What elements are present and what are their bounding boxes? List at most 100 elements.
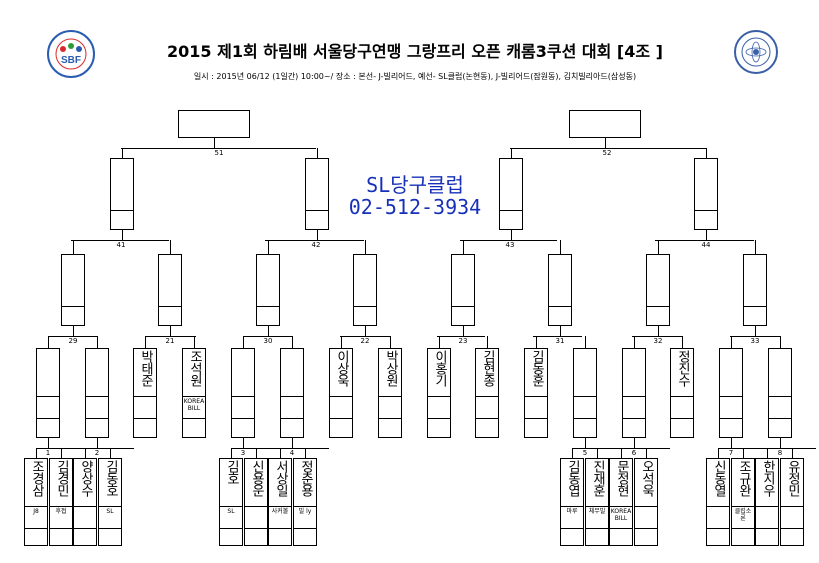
bracket-line <box>755 506 779 507</box>
bracket-line <box>706 506 730 507</box>
round1-box <box>706 458 730 546</box>
bracket-line <box>378 418 402 419</box>
bracket-line <box>621 448 622 458</box>
player-name: 신용운 <box>249 460 264 496</box>
federation-seal-graphic <box>741 37 771 67</box>
round2-box <box>524 348 548 438</box>
round2-box <box>231 348 255 438</box>
bracket-line <box>634 438 635 448</box>
bracket-line <box>499 210 523 211</box>
bracket-line <box>73 326 74 336</box>
bracket-line <box>244 506 268 507</box>
bracket-line <box>36 396 60 397</box>
round1-box <box>98 458 122 546</box>
bracket-line <box>98 528 122 529</box>
bracket-line <box>71 240 169 241</box>
bracket-line <box>621 448 670 449</box>
match-number: 5 <box>575 449 595 457</box>
bracket-line <box>98 506 122 507</box>
bracket-line <box>61 448 62 458</box>
match-number: 4 <box>282 449 302 457</box>
bracket-line <box>609 528 633 529</box>
sbf-logo-text: SBF <box>61 55 81 66</box>
round2-box <box>378 348 402 438</box>
player-name: 김동호 <box>103 460 118 496</box>
bracket-line <box>265 240 364 241</box>
bracket-line <box>767 448 816 449</box>
bracket-line <box>743 448 744 458</box>
bracket-line <box>244 528 268 529</box>
player-name: 유정민 <box>785 460 800 496</box>
bracket-line <box>390 336 391 348</box>
bracket-line <box>73 528 97 529</box>
player-name: 문정현 <box>614 460 629 496</box>
bracket-line <box>293 528 317 529</box>
bracket-line <box>256 448 257 458</box>
bracket-line <box>719 418 743 419</box>
bracket-line <box>85 448 86 458</box>
player-affiliation: 후접 <box>55 508 67 515</box>
bracket-line <box>731 528 755 529</box>
round1-box <box>755 458 779 546</box>
quarterfinal-box <box>646 254 670 326</box>
bracket-line <box>305 448 306 458</box>
bracket-line <box>646 448 647 458</box>
bracket-line <box>243 438 244 448</box>
round2-box <box>573 348 597 438</box>
bracket-line <box>280 418 304 419</box>
club-phone-watermark: 02-512-3934 <box>348 195 482 219</box>
bracket-line <box>670 418 694 419</box>
match-number: 42 <box>306 241 326 249</box>
bracket-line <box>605 138 606 148</box>
bracket-line <box>475 396 499 397</box>
player-affiliation <box>781 508 803 526</box>
round1-box <box>219 458 243 546</box>
bracket-line <box>170 326 171 336</box>
round1-box <box>24 458 48 546</box>
bracket-line <box>634 528 658 529</box>
bracket-line <box>718 448 767 449</box>
round2-box <box>719 348 743 438</box>
player-name: 오석욱 <box>639 460 654 496</box>
bracket-line <box>231 448 280 449</box>
bracket-line <box>585 336 586 348</box>
player-name: 박상원 <box>383 350 398 386</box>
bracket-line <box>317 148 318 158</box>
bracket-line <box>85 448 134 449</box>
round1-box <box>73 458 97 546</box>
sbf-logo: SBF <box>47 30 95 78</box>
bracket-line <box>622 418 646 419</box>
bracket-line <box>439 336 440 348</box>
bracket-line <box>572 448 573 458</box>
player-affiliation: 사커볼 <box>271 508 289 515</box>
round1-box <box>585 458 609 546</box>
player-name: 김현종 <box>480 350 495 386</box>
event-info: 일시 : 2015년 06/12 (1일간) 10:00~/ 장소 : 본선- … <box>193 72 637 81</box>
bracket-line <box>731 506 755 507</box>
round2-box <box>427 348 451 438</box>
bracket-line <box>365 240 366 254</box>
player-name: 조경삼 <box>29 460 44 496</box>
match-number: 52 <box>597 149 617 157</box>
round1-box <box>609 458 633 546</box>
bracket-line <box>268 528 292 529</box>
player-affiliation <box>428 398 450 416</box>
match-number: 22 <box>355 337 375 345</box>
bracket-line <box>632 336 682 337</box>
bracket-line <box>24 528 48 529</box>
bracket-line <box>585 438 586 448</box>
bracket-line <box>231 448 232 458</box>
bracket-line <box>268 506 292 507</box>
bracket-line <box>280 448 281 458</box>
match-number: 44 <box>696 241 716 249</box>
match-number: 43 <box>500 241 520 249</box>
player-name: 이상욱 <box>334 350 349 386</box>
round2-box <box>280 348 304 438</box>
round1-box <box>780 458 804 546</box>
bracket-line <box>145 336 196 337</box>
match-number: 23 <box>453 337 473 345</box>
player-affiliation <box>379 398 401 416</box>
bracket-line <box>243 336 293 337</box>
player-affiliation: 빌 ly <box>298 508 312 515</box>
bracket-line <box>158 306 182 307</box>
